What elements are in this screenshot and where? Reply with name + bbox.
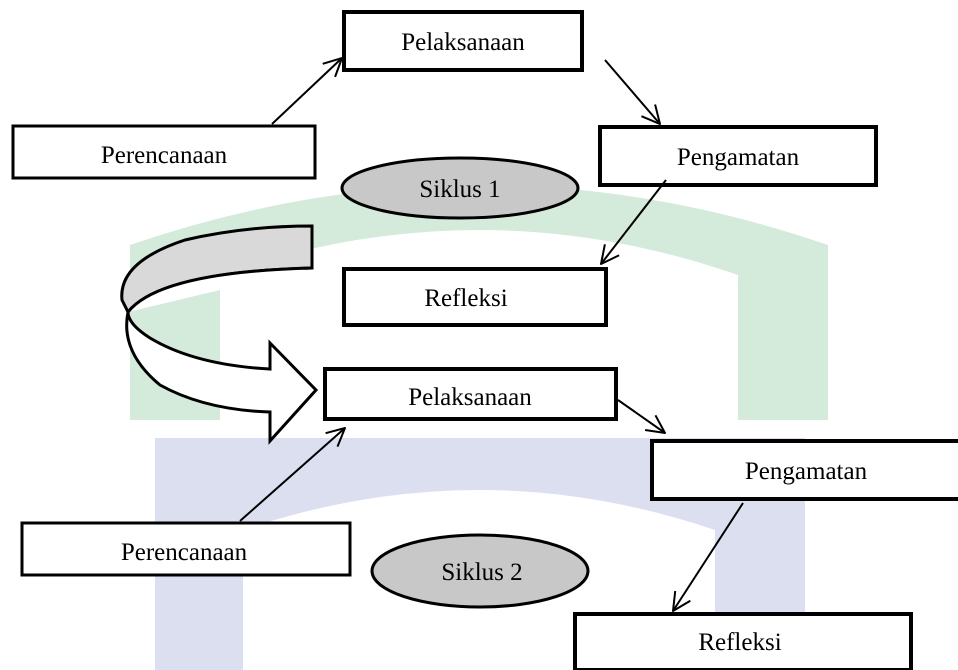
box-refleksi-1-label: Refleksi	[424, 285, 507, 312]
siklus-1-ellipse: Siklus 1	[340, 156, 580, 220]
box-perencanaan-1-label: Perencanaan	[101, 142, 228, 169]
siklus-1-label: Siklus 1	[419, 176, 500, 203]
curved-transition-arrow	[120, 224, 319, 445]
arrow-pelaksanaan-to-pengamatan-2	[617, 399, 665, 433]
box-refleksi-2: Refleksi	[573, 612, 913, 670]
box-pelaksanaan-2: Pelaksanaan	[323, 367, 618, 421]
arrow-pelaksanaan-to-pengamatan-1	[604, 59, 660, 124]
box-pengamatan-1-label: Pengamatan	[677, 144, 800, 171]
siklus-2-ellipse: Siklus 2	[370, 533, 590, 609]
box-refleksi-2-label: Refleksi	[698, 629, 781, 656]
box-pengamatan-1: Pengamatan	[598, 125, 878, 187]
siklus-2-label: Siklus 2	[441, 559, 522, 586]
box-pengamatan-2: Pengamatan	[650, 439, 958, 501]
box-perencanaan-2: Perencanaan	[20, 521, 352, 577]
box-pelaksanaan-2-label: Pelaksanaan	[408, 384, 532, 411]
box-refleksi-1: Refleksi	[342, 267, 608, 327]
cycle-1-arrows	[271, 58, 667, 264]
arrow-pengamatan-to-refleksi-1	[601, 179, 667, 264]
box-pelaksanaan-1: Pelaksanaan	[342, 10, 584, 72]
box-perencanaan-2-label: Perencanaan	[121, 539, 248, 566]
box-pelaksanaan-1-label: Pelaksanaan	[401, 29, 525, 56]
arrow-perencanaan-to-pelaksanaan-1	[271, 58, 342, 125]
arrow-perencanaan-to-pelaksanaan-2	[239, 428, 345, 522]
box-pengamatan-2-label: Pengamatan	[745, 458, 868, 485]
arrow-pengamatan-to-refleksi-2	[673, 502, 744, 611]
box-perencanaan-1: Perencanaan	[11, 124, 317, 180]
cycle-2-arrows	[239, 399, 744, 611]
